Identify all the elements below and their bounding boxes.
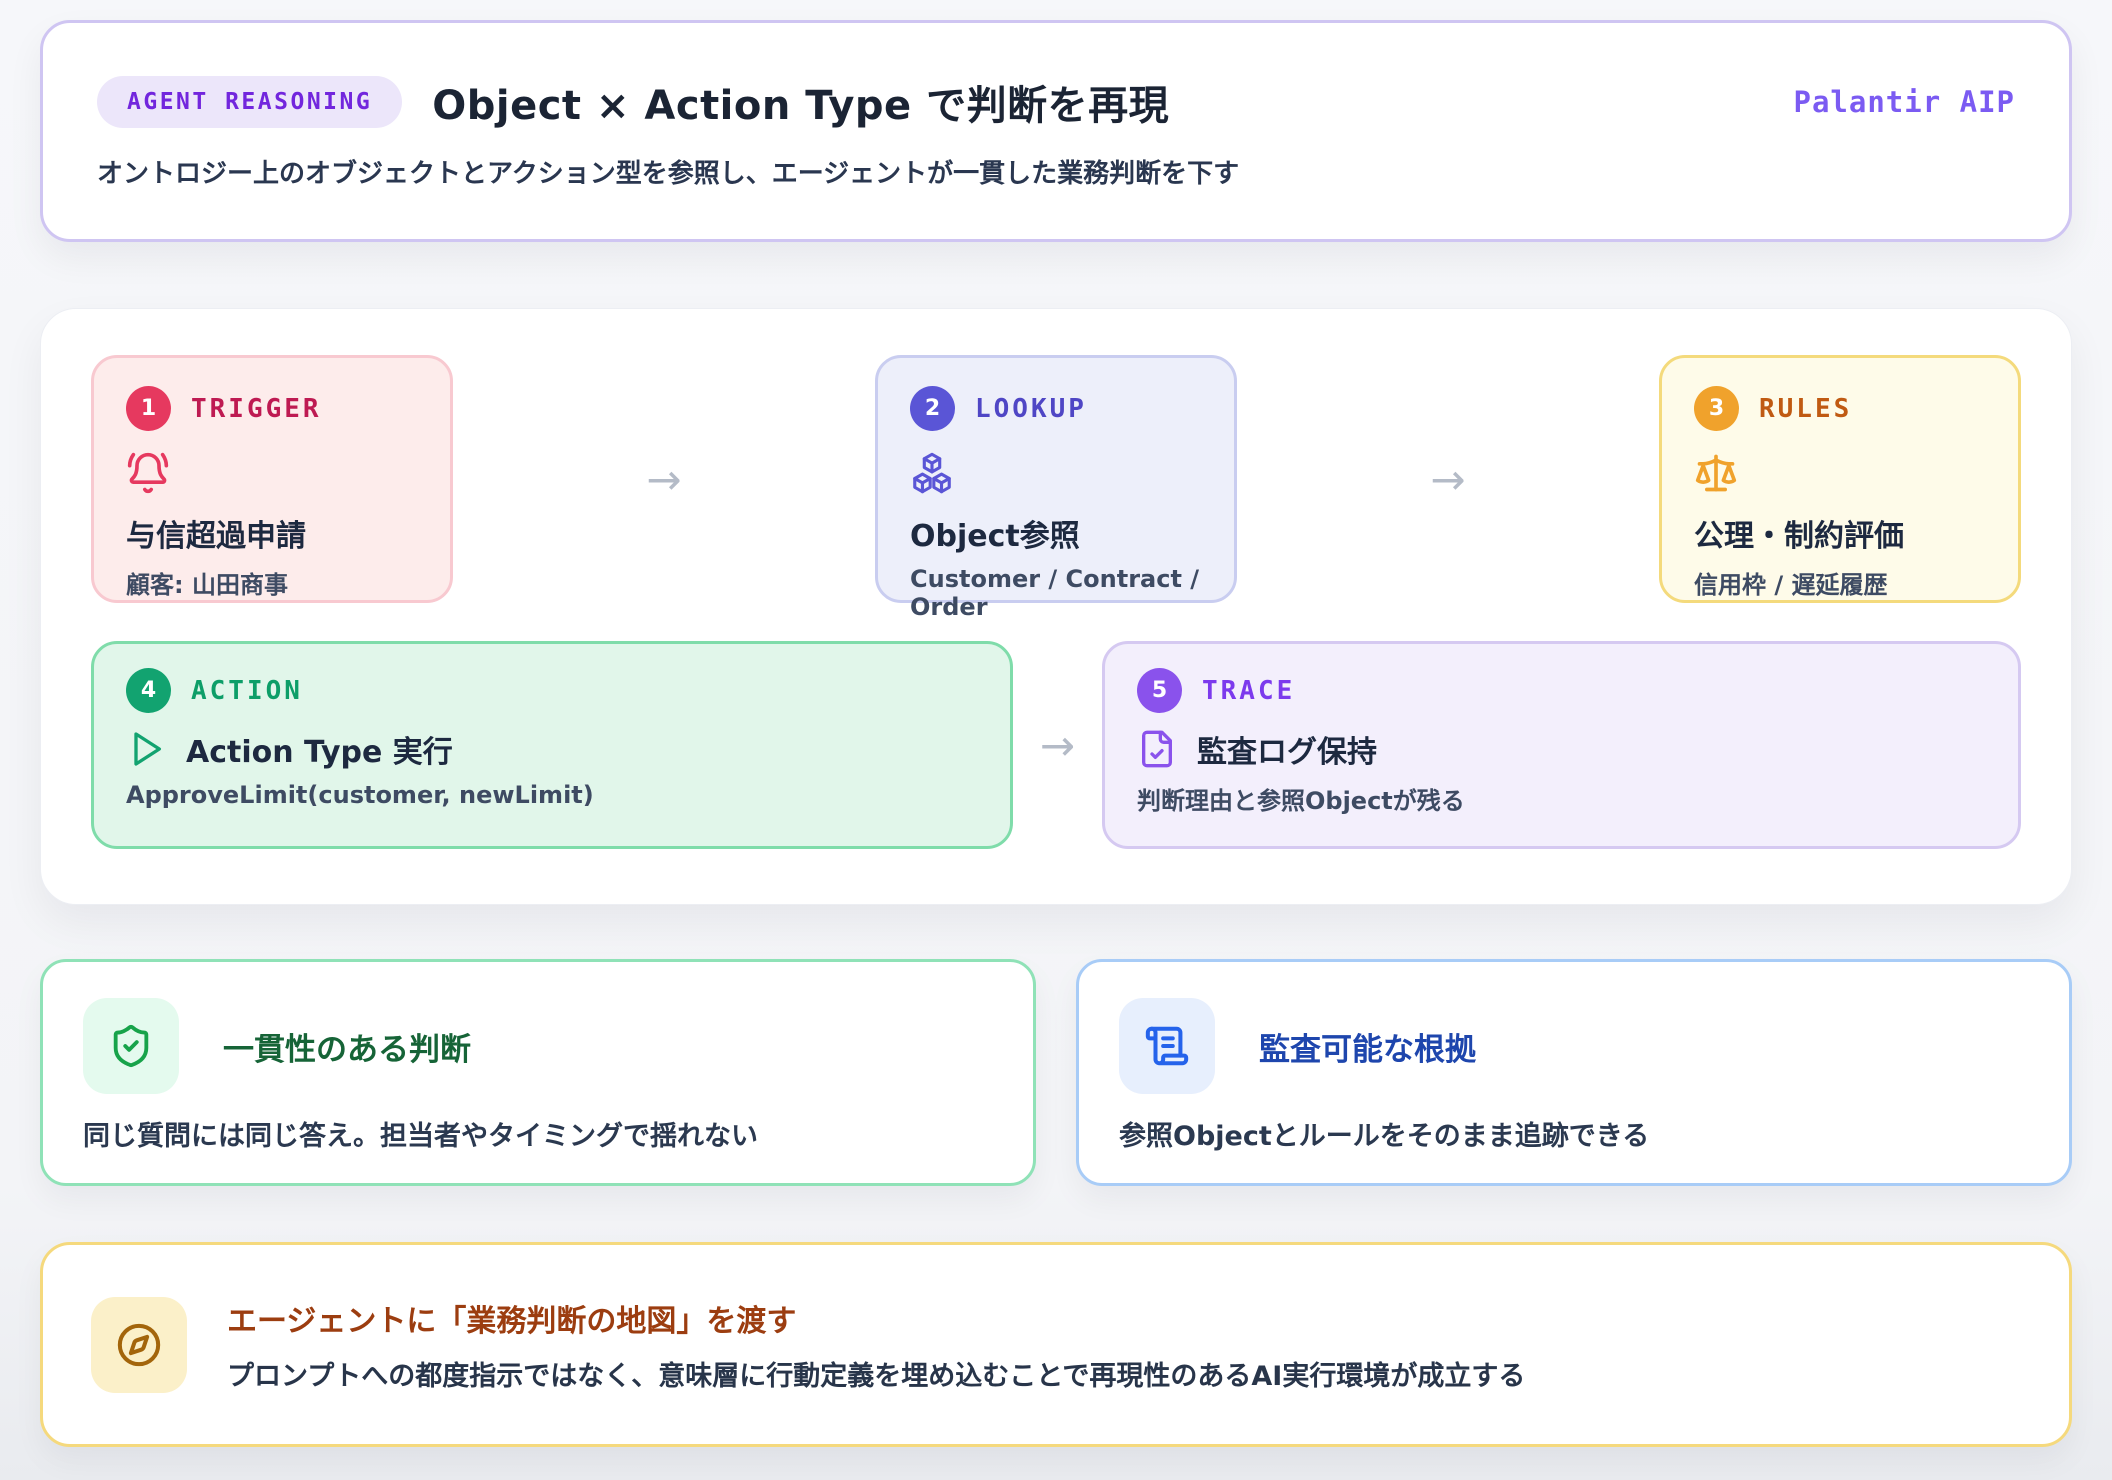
benefits-row: 一貫性のある判断 同じ質問には同じ答え。担当者やタイミングで揺れない 監査可能な… [40,959,2072,1186]
benefit-description: 同じ質問には同じ答え。担当者やタイミングで揺れない [83,1121,758,1152]
flow-diagram: 1 TRIGGER 与信超過申請 顧客: 山田商事 → 2 [40,308,2072,905]
step-title: Object参照 [910,519,1080,554]
page-subtitle: オントロジー上のオブジェクトとアクション型を参照し、エージェントが一貫した業務判… [97,158,1240,189]
step-label: RULES [1759,393,1853,424]
step-header: 5 TRACE [1137,668,1986,713]
step-header: 4 ACTION [126,668,978,713]
flow-step-rules: 3 RULES 公理・制約評価 信用枠 / 遅延履歴 [1659,355,2021,603]
benefit-title: 監査可能な根拠 [1259,1031,1476,1068]
page-title: Object × Action Type で判断を再現 [432,82,1170,129]
step-header: 1 TRIGGER [126,386,418,431]
header-top-row: AGENT REASONING Object × Action Type で判断… [97,73,2015,131]
step-title-row: Action Type 実行 [126,727,978,771]
step-number-badge: 3 [1694,386,1739,431]
bell-ring-icon [126,451,170,495]
step-number-badge: 1 [126,386,171,431]
flow-step-trace: 5 TRACE 監査ログ保持 判断理由と参照Objectが残る [1102,641,2021,849]
step-title: Action Type 実行 [186,735,453,770]
step-subtitle: 顧客: 山田商事 [126,571,288,599]
scales-icon [1694,451,1738,495]
callout-title: エージェントに「業務判断の地図」を渡す [227,1304,797,1339]
arrow-right-icon: → [1039,720,1076,770]
cubes-icon [910,451,954,495]
step-label: LOOKUP [975,393,1087,424]
step-number-badge: 4 [126,668,171,713]
flow-step-trigger: 1 TRIGGER 与信超過申請 顧客: 山田商事 [91,355,453,603]
step-label: ACTION [191,675,303,706]
step-header: 2 LOOKUP [910,386,1202,431]
shield-check-icon [83,998,179,1094]
compass-icon [91,1296,187,1393]
step-title-row: 監査ログ保持 [1137,727,1986,771]
agent-reasoning-badge: AGENT REASONING [97,75,403,128]
file-check-icon [1137,729,1177,769]
arrow-right-icon: → [1430,454,1466,504]
flow-row-1: 1 TRIGGER 与信超過申請 顧客: 山田商事 → 2 [91,355,2021,621]
benefit-description: 参照Objectとルールをそのまま追跡できる [1119,1121,1650,1152]
step-label: TRIGGER [191,393,322,424]
step-subtitle: Customer / Contract / Order [910,565,1200,621]
step-title: 与信超過申請 [126,519,306,554]
step-title: 監査ログ保持 [1197,735,1377,770]
benefit-card-consistency: 一貫性のある判断 同じ質問には同じ答え。担当者やタイミングで揺れない [40,959,1036,1186]
step-subtitle: ApproveLimit(customer, newLimit) [126,781,594,809]
step-subtitle: 判断理由と参照Objectが残る [1137,787,1465,815]
callout-description: プロンプトへの都度指示ではなく、意味層に行動定義を埋め込むことで再現性のあるAI… [227,1361,1526,1392]
callout-card: エージェントに「業務判断の地図」を渡す プロンプトへの都度指示ではなく、意味層に… [40,1242,2072,1447]
flow-step-lookup: 2 LOOKUP Object参照 Customer / Contract / … [875,355,1237,621]
play-icon [126,729,166,769]
step-title: 公理・制約評価 [1694,519,1904,554]
step-number-badge: 5 [1137,668,1182,713]
step-header: 3 RULES [1694,386,1986,431]
step-label: TRACE [1202,675,1296,706]
benefit-card-auditability: 監査可能な根拠 参照Objectとルールをそのまま追跡できる [1076,959,2072,1186]
step-subtitle: 信用枠 / 遅延履歴 [1694,571,1888,599]
header-card: AGENT REASONING Object × Action Type で判断… [40,20,2072,242]
benefit-title: 一貫性のある判断 [223,1031,471,1068]
step-number-badge: 2 [910,386,955,431]
arrow-right-icon: → [646,454,682,504]
callout-text-block: エージェントに「業務判断の地図」を渡す プロンプトへの都度指示ではなく、意味層に… [227,1296,1525,1393]
scroll-icon [1119,998,1215,1094]
benefit-header: 一貫性のある判断 [83,998,993,1094]
flow-step-action: 4 ACTION Action Type 実行 ApproveLimit(cus… [91,641,1013,849]
benefit-header: 監査可能な根拠 [1119,998,2029,1094]
flow-row-2: 4 ACTION Action Type 実行 ApproveLimit(cus… [91,641,2021,849]
brand-label: Palantir AIP [1793,84,2015,119]
